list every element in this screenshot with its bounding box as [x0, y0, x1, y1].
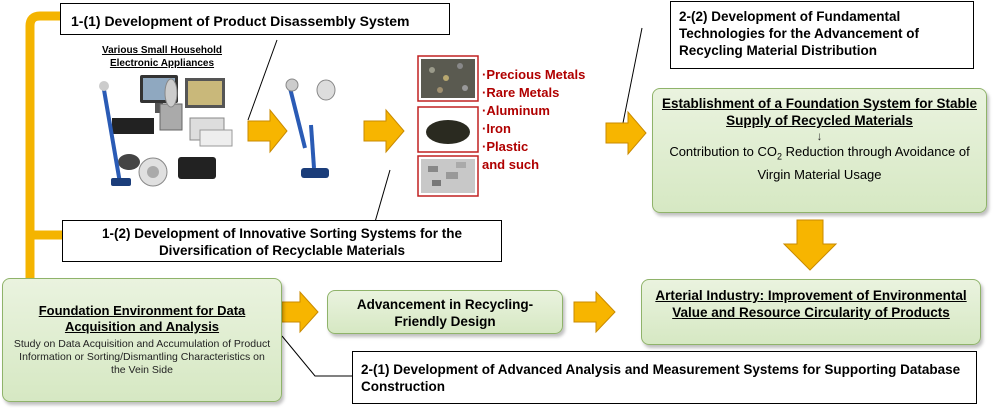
arrow-right-icon — [281, 290, 319, 334]
appliances-illustration — [99, 75, 233, 187]
callout-line-fundamental — [621, 27, 643, 129]
arrow-right-icon — [573, 290, 616, 334]
recycling-design-box: Advancement in Recycling-Friendly Design — [327, 290, 563, 334]
data-environment-box: Foundation Environment for Data Acquisit… — [2, 278, 282, 402]
material-item: ·Aluminum — [482, 103, 550, 118]
fundamental-technologies-box: 2-(2) Development of Fundamental Technol… — [670, 1, 974, 69]
arterial-industry-title: Arterial Industry: Improvement of Enviro… — [655, 288, 967, 320]
material-item: ·Rare Metals — [482, 85, 560, 100]
co2-contribution-text: Contribution to CO2 Reduction through Av… — [661, 143, 978, 183]
arterial-industry-box: Arterial Industry: Improvement of Enviro… — [641, 279, 981, 345]
orange-bracket-line — [25, 11, 60, 285]
foundation-system-title: Establishment of a Foundation System for… — [661, 96, 978, 128]
down-arrow-glyph: ↓ — [816, 129, 823, 143]
callout-line-sorting — [374, 169, 391, 223]
disassembly-system-title: 1-(1) Development of Product Disassembly… — [71, 13, 410, 29]
callout-line-analysis — [281, 335, 352, 377]
callout-line-disassembly — [247, 39, 278, 121]
data-environment-title: Foundation Environment for Data Acquisit… — [38, 303, 246, 334]
arrow-right-icon — [605, 110, 647, 156]
recycling-design-title: Advancement in Recycling-Friendly Design — [356, 297, 534, 329]
co2-subscript: 2 — [776, 151, 782, 162]
materials-list: ·Precious Metals ·Rare Metals ·Aluminum … — [482, 66, 612, 174]
material-item: ·Plastic — [482, 139, 529, 154]
co2-text-start: Contribution to CO — [669, 144, 777, 159]
material-item: ·Precious Metals — [482, 67, 586, 82]
sorting-systems-box: 1-(2) Development of Innovative Sorting … — [62, 220, 502, 262]
fundamental-technologies-title: 2-(2) Development of Fundamental Technol… — [679, 9, 920, 58]
analysis-systems-box: 2-(1) Development of Advanced Analysis a… — [352, 351, 977, 404]
material-photos — [417, 55, 479, 197]
data-environment-description: Study on Data Acquisition and Accumulati… — [13, 338, 271, 376]
arrow-down-icon — [782, 219, 838, 271]
analysis-systems-title: 2-(1) Development of Advanced Analysis a… — [361, 362, 961, 394]
disassembled-parts-illustration — [285, 78, 336, 178]
appliances-caption: Various Small Household Electronic Appli… — [101, 45, 223, 69]
material-item: and such — [482, 157, 540, 172]
disassembly-system-box: 1-(1) Development of Product Disassembly… — [60, 3, 450, 35]
arrow-right-icon — [363, 108, 405, 154]
co2-text-end: Reduction through Avoidance of Virgin Ma… — [757, 144, 970, 182]
foundation-system-box: Establishment of a Foundation System for… — [652, 88, 987, 213]
material-item: ·Iron — [482, 121, 511, 136]
arrow-right-icon — [247, 108, 288, 154]
sorting-systems-title: 1-(2) Development of Innovative Sorting … — [101, 226, 463, 258]
